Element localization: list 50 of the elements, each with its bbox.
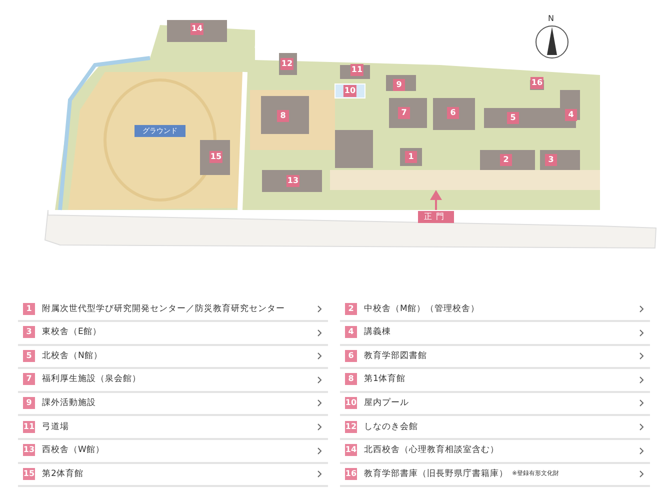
building-number: 4 (565, 109, 577, 121)
building-number: 13 (286, 175, 300, 187)
building-name: 教育学部書庫（旧長野県庁書籍庫） (364, 468, 508, 480)
item-number-badge: 14 (345, 444, 357, 456)
building-name: 北西校舎（心理教育相談室含む） (364, 444, 499, 456)
building-number: 10 (343, 85, 357, 97)
item-number-badge: 9 (23, 396, 35, 409)
building-name: 教育学部図書館 (364, 350, 427, 362)
building-name: 課外活動施設 (42, 396, 96, 409)
item-number-badge: 1 (23, 302, 35, 314)
item-number-badge: 12 (345, 420, 357, 432)
building-number: 16 (530, 77, 544, 89)
item-number-badge: 4 (345, 326, 357, 338)
building-name: 北校舎（N館） (42, 350, 102, 362)
compass-letter: N (548, 14, 554, 23)
building-number: 15 (209, 151, 223, 163)
building-name: 西校舎（W館） (42, 444, 104, 456)
building-name: 弓道場 (42, 420, 69, 432)
building-number: 11 (350, 64, 364, 76)
main-gate-sign: 正門 (418, 211, 454, 223)
building-number: 5 (507, 112, 519, 124)
item-number-badge: 15 (23, 468, 35, 480)
item-number-badge: 8 (345, 373, 357, 386)
building-number: 7 (398, 107, 410, 119)
building-name: 東校舎（E館） (42, 326, 102, 338)
item-number-badge: 10 (345, 396, 357, 409)
building-number: 14 (190, 23, 204, 35)
building-number: 1 (405, 151, 417, 163)
item-number-badge: 2 (345, 302, 357, 314)
building-number: 3 (545, 154, 557, 166)
building-name: しなのき会館 (364, 420, 418, 432)
item-number-badge: 5 (23, 350, 35, 362)
item-number-badge: 6 (345, 350, 357, 362)
item-number-badge: 13 (23, 444, 35, 456)
building-name: 福利厚生施設（泉会館） (42, 373, 141, 386)
building-number: 2 (500, 154, 512, 166)
building-name: 附属次世代型学び研究開発センター／防災教育研究センター (42, 302, 285, 314)
building-name: 講義棟 (364, 326, 391, 338)
building-name: 中校舎（M館）（管理校舎） (364, 302, 480, 314)
building-number: 6 (447, 107, 459, 119)
item-number-badge: 16 (345, 468, 357, 480)
item-number-badge: 3 (23, 326, 35, 338)
building-number: 12 (280, 58, 294, 70)
item-number-badge: 7 (23, 373, 35, 386)
building-name: 第1体育館 (364, 373, 406, 386)
building-name: 屋内プール (364, 396, 409, 409)
building-number: 9 (393, 79, 405, 91)
building-number: 8 (277, 110, 289, 122)
item-number-badge: 11 (23, 420, 35, 432)
building-name: 第2体育館 (42, 468, 84, 480)
